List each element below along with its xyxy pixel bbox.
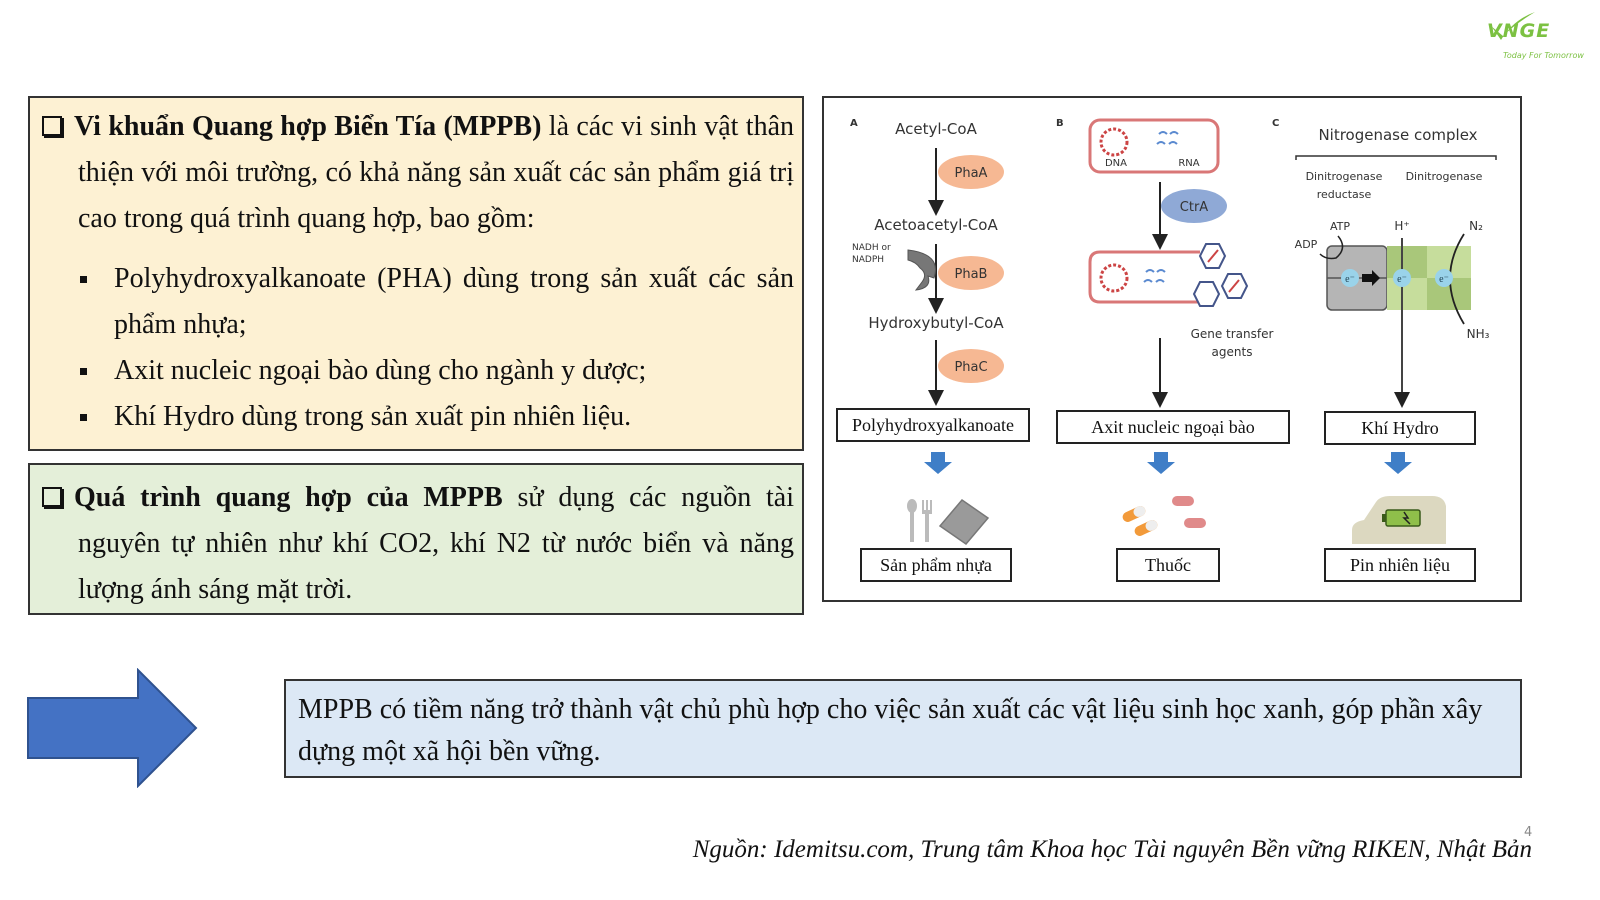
atp-curve-icon <box>1319 235 1344 260</box>
product-list: Polyhydroxyalkanoate (PHA) dùng trong sả… <box>78 256 794 440</box>
nh3-label: NH₃ <box>1467 327 1490 341</box>
source-citation: Nguồn: Idemitsu.com, Trung tâm Khoa học … <box>692 836 1532 863</box>
gta-label: Gene transfer <box>1191 327 1274 341</box>
compound-hydroxybutyl-coa: Hydroxybutyl-CoA <box>868 314 1004 332</box>
enzyme-phab-label: PhaB <box>955 267 988 282</box>
down-arrow-icon <box>924 452 952 474</box>
product-list-item: Khí Hydro dùng trong sản xuất pin nhiên … <box>78 394 794 440</box>
electron-icon <box>1393 269 1411 287</box>
gta-dna-icon <box>1207 249 1240 293</box>
application-label-medicine: Thuốc <box>1116 548 1220 582</box>
application-label-plastic: Sản phẩm nhựa <box>860 548 1012 582</box>
cofactor-label: NADPH <box>852 255 884 265</box>
logo-swoosh-icon <box>1491 12 1535 40</box>
electron-label: e⁻ <box>1345 274 1355 285</box>
panel-a-letter: A <box>850 118 858 129</box>
product-label-pha: Polyhydroxyalkanoate <box>836 408 1030 442</box>
nitrogenase-title: Nitrogenase complex <box>1318 126 1477 144</box>
subunit-label: Dinitrogenase <box>1406 170 1483 183</box>
subunit-label: reductase <box>1317 188 1372 201</box>
enzyme-phac <box>938 349 1004 383</box>
conclusion-arrow-icon <box>27 668 198 788</box>
intro-paragraph: Vi khuẩn Quang hợp Biển Tía (MPPB) là cá… <box>42 104 794 242</box>
cell-before <box>1088 118 1220 174</box>
enzyme-ctra <box>1161 189 1227 223</box>
panel-a: A Acetyl-CoA PhaA Acetoacetyl-CoA NADH o… <box>850 118 1004 406</box>
compound-acetoacetyl-coa: Acetoacetyl-CoA <box>874 216 998 234</box>
pathway-diagram: A Acetyl-CoA PhaA Acetoacetyl-CoA NADH o… <box>850 118 1497 546</box>
product-label-nucleic-acid: Axit nucleic ngoại bào <box>1056 410 1290 444</box>
product-label-hydrogen: Khí Hydro <box>1324 411 1476 445</box>
enzyme-phab <box>938 256 1004 290</box>
cofactor-curved-arrow-icon <box>907 249 936 291</box>
panel-c-letter: C <box>1272 118 1279 129</box>
compound-acetyl-coa: Acetyl-CoA <box>895 120 977 138</box>
product-list-item: Axit nucleic ngoại bào dùng cho ngành y … <box>78 348 794 394</box>
electron-label: e⁻ <box>1439 274 1449 285</box>
panel-b-letter: B <box>1056 118 1064 129</box>
pathway-figure: A Acetyl-CoA PhaA Acetoacetyl-CoA NADH o… <box>822 96 1522 602</box>
electron-label: e⁻ <box>1397 274 1407 285</box>
enzyme-phaa <box>938 155 1004 189</box>
rna-strands-icon <box>1156 131 1179 145</box>
car-battery-icon <box>1352 496 1446 544</box>
rna-label: RNA <box>1178 158 1199 169</box>
rna-strands-icon <box>1143 269 1166 283</box>
panel-c: C Nitrogenase complex Dinitrogenase redu… <box>1272 118 1497 408</box>
cofactor-label: NADH or <box>852 243 891 253</box>
bracket-line <box>1295 155 1497 160</box>
logo-wordmark: VNGE <box>1487 20 1551 42</box>
h-plus-label: H⁺ <box>1394 219 1409 233</box>
cutlery-and-plastic-icon <box>907 498 990 546</box>
cell-after <box>1088 250 1200 304</box>
gene-transfer-agent-icon <box>1192 281 1221 307</box>
intro-box: Vi khuẩn Quang hợp Biển Tía (MPPB) là cá… <box>28 96 804 451</box>
application-label-fuel-cell: Pin nhiên liệu <box>1324 548 1476 582</box>
electron-icon <box>1341 269 1359 287</box>
electron-transfer-arrow-icon <box>1362 270 1380 286</box>
dna-coil-icon <box>1099 127 1129 157</box>
intro-bold-title: Vi khuẩn Quang hợp Biển Tía (MPPB) <box>74 111 542 142</box>
checkbox-bullet-icon <box>42 487 62 507</box>
atp-label: ATP <box>1330 220 1350 233</box>
intro-text: là các vi sinh vật thân thiện với môi tr… <box>78 111 795 234</box>
enzyme-ctra-label: CtrA <box>1180 200 1209 215</box>
product-list-item: Polyhydroxyalkanoate (PHA) dùng trong sả… <box>78 256 794 348</box>
dna-label: DNA <box>1105 158 1127 169</box>
conclusion-box: MPPB có tiềm năng trở thành vật chủ phù … <box>284 679 1522 778</box>
adp-label: ADP <box>1295 238 1318 251</box>
pills-icon <box>1122 496 1206 536</box>
process-text: sử dụng các nguồn tài nguyên tự nhiên nh… <box>78 482 795 605</box>
process-box: Quá trình quang hợp của MPPB sử dụng các… <box>28 463 804 615</box>
logo-tagline: Today For Tomorrow <box>1503 51 1584 60</box>
n2-label: N₂ <box>1469 219 1483 233</box>
subunit-label: Dinitrogenase <box>1306 170 1383 183</box>
process-paragraph: Quá trình quang hợp của MPPB sử dụng các… <box>42 475 794 613</box>
panel-b: B DNA RNA CtrA Gene transfer agents <box>1056 118 1274 408</box>
dna-coil-icon <box>1099 263 1129 293</box>
enzyme-phaa-label: PhaA <box>955 166 988 181</box>
down-arrow-icon <box>1384 452 1412 474</box>
down-arrow-icon <box>1147 452 1175 474</box>
checkbox-bullet-icon <box>42 116 62 136</box>
enzyme-phac-label: PhaC <box>954 360 987 375</box>
electron-icon <box>1435 269 1453 287</box>
vnge-logo: VNGE Today For Tomorrow <box>1475 12 1600 62</box>
page-number: 4 <box>1524 825 1533 840</box>
process-bold-title: Quá trình quang hợp của MPPB <box>74 482 503 513</box>
gta-label: agents <box>1212 345 1253 359</box>
